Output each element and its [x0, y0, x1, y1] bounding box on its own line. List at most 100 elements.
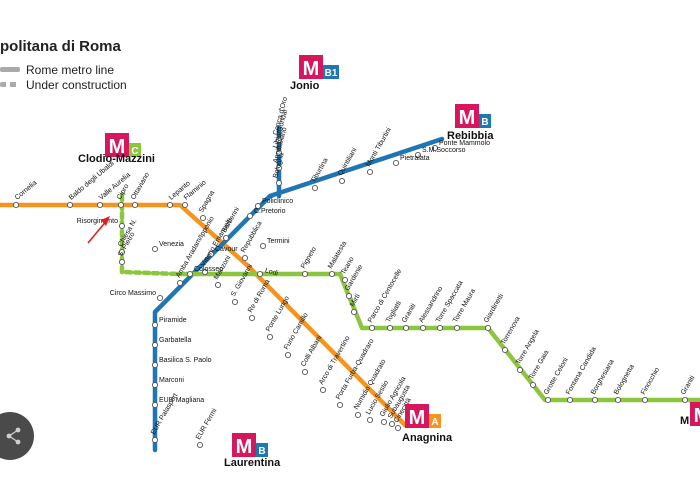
station-dot[interactable] — [131, 201, 139, 209]
station-dot[interactable] — [222, 234, 230, 242]
station-dot[interactable] — [484, 324, 492, 332]
station-dot[interactable] — [156, 294, 164, 302]
station-dot[interactable] — [254, 202, 262, 210]
station-dot[interactable] — [419, 324, 427, 332]
station-dot[interactable] — [151, 381, 159, 389]
station-label[interactable]: EUR Magliana — [159, 397, 204, 404]
station-dot[interactable] — [214, 281, 222, 289]
station-dot[interactable] — [338, 177, 346, 185]
station-label[interactable]: Pietralata — [400, 155, 430, 162]
station-dot[interactable] — [436, 324, 444, 332]
station-dot[interactable] — [151, 245, 159, 253]
station-dot[interactable] — [516, 366, 524, 374]
station-dot[interactable] — [186, 270, 194, 278]
station-label[interactable]: Risorgimento — [77, 218, 118, 225]
station-dot[interactable] — [151, 321, 159, 329]
terminus-east[interactable]: M — [690, 402, 700, 427]
station-dot[interactable] — [275, 179, 283, 187]
station-dot[interactable] — [201, 268, 209, 276]
station-label[interactable]: Ponte Mammolo — [439, 140, 490, 147]
station-dot[interactable] — [311, 184, 319, 192]
station-dot[interactable] — [275, 149, 283, 157]
station-dot[interactable] — [96, 201, 104, 209]
station-dot[interactable] — [388, 420, 396, 428]
station-label[interactable]: Cavour — [215, 246, 238, 253]
station-dot[interactable] — [394, 424, 402, 432]
station-dot[interactable] — [266, 333, 274, 341]
station-dot[interactable] — [681, 396, 689, 404]
station-dot[interactable] — [241, 254, 249, 262]
station-dot[interactable] — [196, 441, 204, 449]
station-label[interactable]: Giardinetti — [483, 293, 505, 325]
station-dot[interactable] — [354, 411, 362, 419]
station-dot[interactable] — [256, 270, 264, 278]
station-label[interactable]: Marconi — [159, 377, 184, 384]
station-label[interactable]: Garbatella — [159, 337, 191, 344]
station-dot[interactable] — [453, 324, 461, 332]
station-dot[interactable] — [431, 144, 439, 152]
station-dot[interactable] — [414, 151, 422, 159]
station-dot[interactable] — [248, 314, 256, 322]
station-dot[interactable] — [151, 401, 159, 409]
station-dot[interactable] — [151, 436, 159, 444]
station-dot[interactable] — [207, 250, 215, 258]
station-label[interactable]: EUR Fermi — [195, 407, 219, 441]
station-label[interactable]: Ponte Lungo — [265, 295, 291, 333]
station-dot[interactable] — [319, 386, 327, 394]
station-label[interactable]: Graniti — [401, 302, 418, 324]
station-dot[interactable] — [345, 292, 353, 300]
station-label[interactable]: Lodi — [264, 267, 279, 277]
station-label[interactable]: Policlinico — [262, 198, 293, 205]
station-dot[interactable] — [181, 201, 189, 209]
station-dot[interactable] — [380, 418, 388, 426]
station-dot[interactable] — [246, 212, 254, 220]
station-dot[interactable] — [118, 248, 126, 256]
station-dot[interactable] — [366, 168, 374, 176]
station-dot[interactable] — [641, 396, 649, 404]
station-dot[interactable] — [301, 368, 309, 376]
station-label[interactable]: Parco di Centocelle — [367, 268, 403, 324]
station-dot[interactable] — [366, 416, 374, 424]
station-label[interactable]: Termini — [267, 238, 290, 245]
station-dot[interactable] — [118, 258, 126, 266]
station-dot[interactable] — [392, 159, 400, 167]
station-label[interactable]: Re di Roma — [247, 278, 272, 314]
station-label[interactable]: Borghesiana — [590, 358, 616, 396]
station-label[interactable]: Torre Gaia — [528, 349, 550, 381]
station-label[interactable]: Bolognetta — [613, 363, 636, 396]
station-label[interactable]: Circo Massimo — [110, 290, 156, 297]
station-label[interactable]: Ottaviano — [130, 171, 151, 201]
station-dot[interactable] — [117, 201, 125, 209]
station-dot[interactable] — [199, 214, 207, 222]
station-label[interactable]: Pigneto — [300, 246, 318, 270]
station-dot[interactable] — [231, 298, 239, 306]
station-label[interactable]: Graniti — [680, 374, 697, 396]
station-dot[interactable] — [402, 324, 410, 332]
station-dot[interactable] — [336, 401, 344, 409]
station-dot[interactable] — [566, 396, 574, 404]
station-label[interactable]: Colli Albani — [300, 334, 324, 368]
station-label[interactable]: Torrenova — [500, 315, 522, 346]
station-dot[interactable] — [151, 341, 159, 349]
station-dot[interactable] — [341, 276, 349, 284]
station-label[interactable]: Basilica S. Paolo — [159, 357, 212, 364]
station-label[interactable]: Cornelia — [14, 179, 39, 201]
station-dot[interactable] — [166, 201, 174, 209]
station-dot[interactable] — [350, 308, 358, 316]
station-dot[interactable] — [176, 279, 184, 287]
station-dot[interactable] — [118, 222, 126, 230]
station-label[interactable]: Spagna — [198, 190, 216, 214]
station-dot[interactable] — [386, 324, 394, 332]
station-label[interactable]: Colosseo — [194, 266, 223, 273]
station-dot[interactable] — [328, 270, 336, 278]
station-dot[interactable] — [368, 324, 376, 332]
station-dot[interactable] — [501, 346, 509, 354]
station-dot[interactable] — [591, 396, 599, 404]
station-dot[interactable] — [614, 396, 622, 404]
station-label[interactable]: Piramide — [159, 317, 187, 324]
